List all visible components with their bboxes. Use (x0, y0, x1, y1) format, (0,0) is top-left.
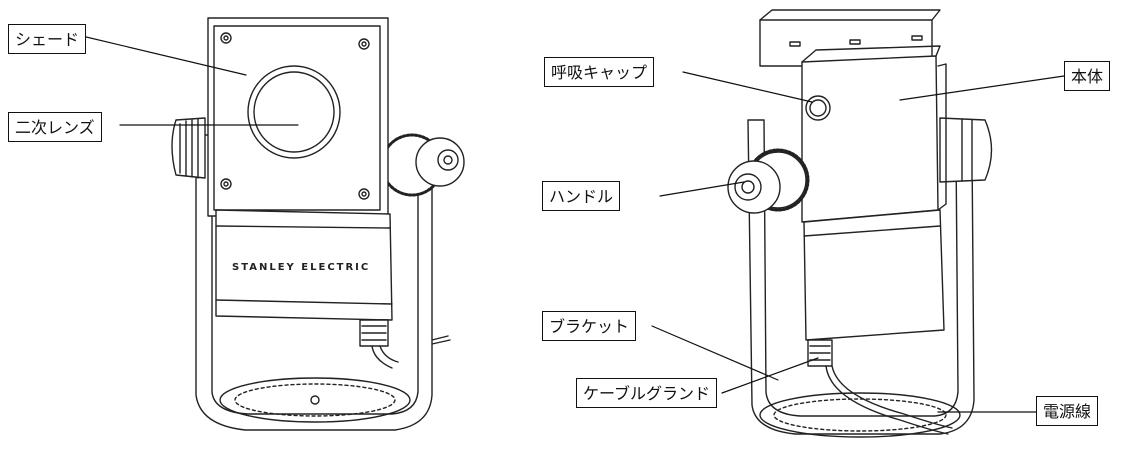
right-device (727, 9, 993, 438)
label-handle: ハンドル (542, 181, 621, 211)
right-cable-gland (807, 339, 833, 367)
left-cable-gland (359, 319, 399, 369)
label-cable-gland: ケーブルグランド (576, 378, 718, 408)
label-power-cable: 電源線 (1036, 396, 1099, 426)
left-lens (247, 65, 341, 159)
left-shade-housing (207, 17, 389, 217)
right-main-body (801, 55, 939, 223)
label-breather-cap: 呼吸キャップ (544, 57, 655, 87)
label-secondary-lens: 二次レンズ (8, 112, 102, 142)
left-device (171, 17, 465, 431)
right-rear-knob (939, 117, 993, 183)
label-bracket: ブラケット (542, 311, 637, 341)
label-shade: シェード (8, 24, 87, 54)
right-lower-box (803, 209, 945, 341)
left-right-handle (380, 133, 465, 197)
right-handle-knob (727, 148, 810, 214)
right-power-cable (825, 365, 949, 435)
left-handle-knob (171, 117, 206, 179)
label-main-body: 本体 (1064, 61, 1111, 91)
left-base-plate (219, 377, 411, 423)
brand-text: STANLEY ELECTRIC (232, 262, 370, 273)
leader-lines (81, 35, 1065, 413)
left-body-box (215, 209, 393, 321)
